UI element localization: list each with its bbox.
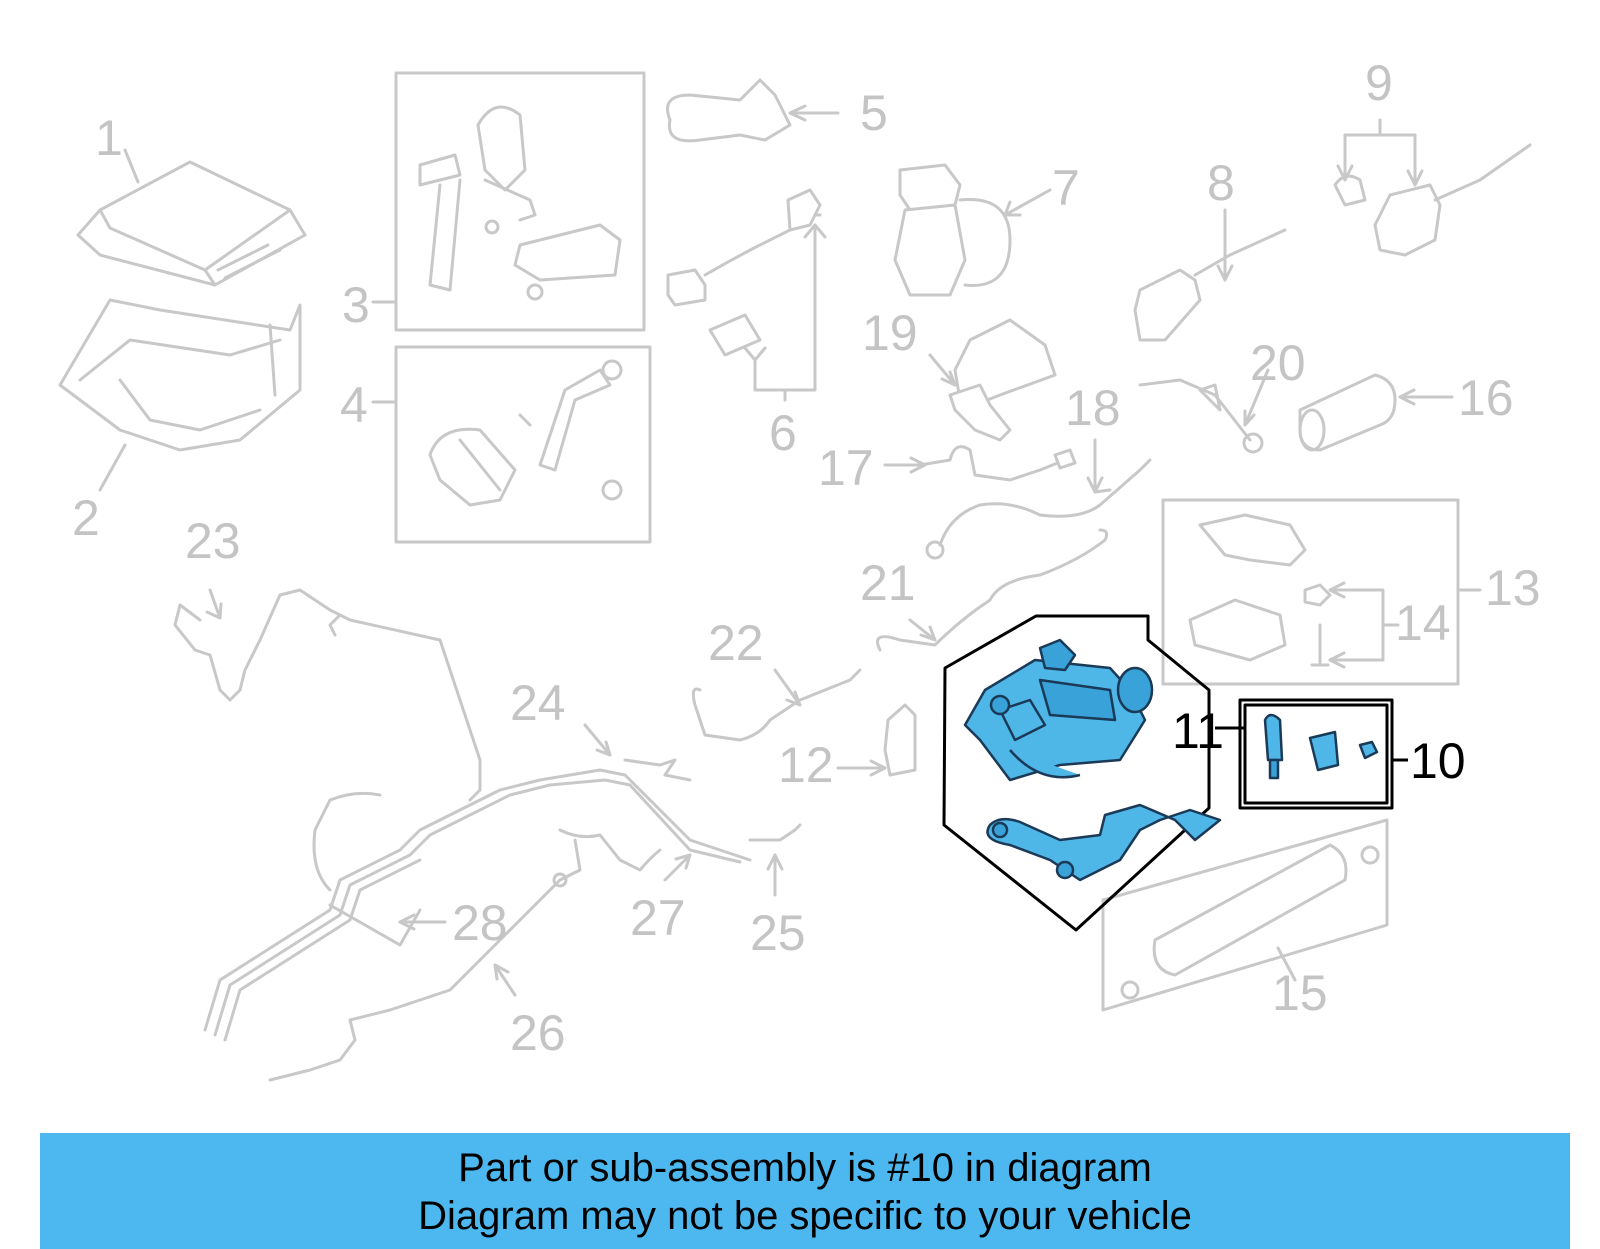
label-11: 11: [1172, 703, 1224, 759]
part-1-control-module[interactable]: [76, 148, 307, 287]
part-9-connector-pair[interactable]: [1333, 118, 1532, 257]
label-1: 1: [95, 110, 123, 166]
label-28: 28: [452, 895, 508, 951]
part-28-line[interactable]: [398, 913, 447, 931]
part-7-valve-block[interactable]: [893, 163, 1052, 297]
label-8: 8: [1207, 155, 1235, 211]
part-17-line[interactable]: [883, 445, 1077, 482]
label-27: 27: [630, 890, 686, 946]
part-4-sensor-kit[interactable]: [371, 345, 652, 544]
part-22-line[interactable]: [691, 668, 862, 742]
label-13: 13: [1485, 560, 1541, 616]
label-23: 23: [185, 513, 241, 569]
part-27-line[interactable]: [558, 828, 692, 882]
part-18-line[interactable]: [925, 438, 1152, 560]
label-4: 4: [340, 377, 368, 433]
label-24: 24: [510, 675, 566, 731]
label-22: 22: [708, 615, 764, 671]
label-3: 3: [342, 277, 370, 333]
label-21: 21: [860, 555, 916, 611]
label-26: 26: [510, 1005, 566, 1061]
label-2: 2: [72, 490, 100, 546]
label-5: 5: [860, 85, 888, 141]
part-5-connector[interactable]: [666, 78, 840, 143]
label-25: 25: [750, 905, 806, 961]
label-12: 12: [778, 737, 834, 793]
part-23-line[interactable]: [173, 588, 482, 802]
banner-line-1: Part or sub-assembly is #10 in diagram: [458, 1146, 1152, 1190]
part-6-sensor-lead[interactable]: [666, 188, 827, 402]
label-6: 6: [769, 405, 797, 461]
label-19: 19: [862, 305, 918, 361]
label-10: 10: [1410, 733, 1466, 789]
part-8-connector[interactable]: [1133, 208, 1287, 342]
part-13-bracket-kit[interactable]: [1161, 498, 1482, 686]
part-16-filter[interactable]: [1298, 373, 1454, 452]
part-3-sensor-kit[interactable]: [371, 71, 646, 332]
label-14: 14: [1395, 595, 1451, 651]
part-21-line[interactable]: [876, 528, 1109, 652]
part-26-line[interactable]: [268, 838, 582, 1082]
label-17: 17: [818, 440, 874, 496]
part-24-line[interactable]: [583, 723, 692, 782]
part-25-line[interactable]: [748, 823, 802, 897]
part-20-sensor[interactable]: [1138, 368, 1270, 454]
part-10-compressor-assembly[interactable]: [942, 614, 1222, 932]
label-16: 16: [1458, 370, 1514, 426]
info-banner: Part or sub-assembly is #10 in diagram D…: [40, 1133, 1570, 1249]
label-7: 7: [1052, 160, 1080, 216]
part-11-mount-kit[interactable]: [1215, 698, 1408, 810]
label-18: 18: [1065, 380, 1121, 436]
banner-line-2: Diagram may not be specific to your vehi…: [418, 1194, 1192, 1238]
label-20: 20: [1250, 335, 1306, 391]
part-19-bracket[interactable]: [928, 318, 1057, 442]
part-2-bracket[interactable]: [58, 298, 302, 492]
part-12-bracket[interactable]: [836, 703, 917, 777]
label-9: 9: [1365, 55, 1393, 111]
part-15-reservoir[interactable]: [1101, 818, 1389, 1012]
part-main-line-bundle: [203, 768, 752, 1042]
label-15: 15: [1272, 965, 1328, 1021]
